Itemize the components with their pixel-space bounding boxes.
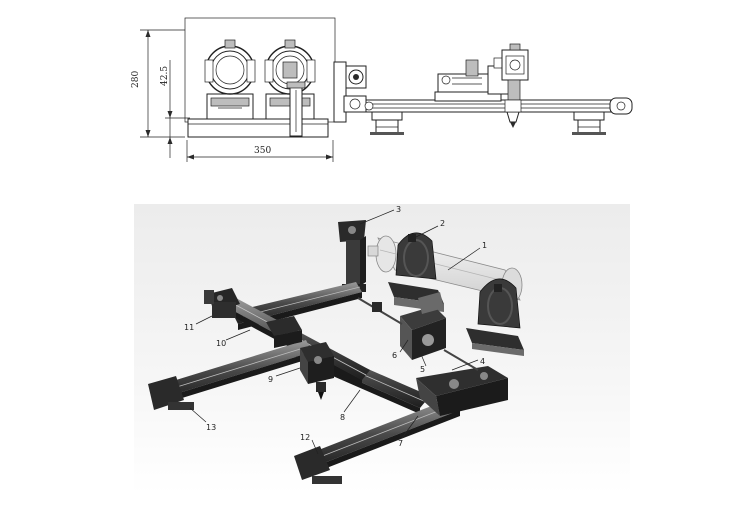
- dimension-42-5: 42.5: [160, 60, 190, 158]
- callout-6: 6: [392, 351, 397, 360]
- side-view-drawing: 280 42.5 350: [131, 17, 633, 162]
- drive-shaft: [357, 297, 479, 371]
- callout-8: 8: [340, 413, 345, 422]
- rail-foot-right: [572, 111, 606, 135]
- callout-12: 12: [300, 433, 310, 442]
- callout-9: 9: [268, 375, 273, 384]
- dimension-label-280: 280: [131, 71, 141, 88]
- dimension-350: 350: [186, 140, 334, 162]
- base-plate: [187, 118, 329, 138]
- callout-7: 7: [398, 439, 403, 448]
- callout-11: 11: [184, 323, 194, 332]
- callout-1: 1: [482, 241, 487, 250]
- tube-holder-rear: [466, 278, 524, 356]
- mirror-mount-post: [338, 220, 366, 292]
- callout-10: 10: [216, 339, 226, 348]
- laser-head: [300, 342, 334, 400]
- callout-2: 2: [440, 219, 445, 228]
- rail-left: [148, 340, 312, 410]
- rail-front: [294, 398, 460, 484]
- dimension-label-42-5: 42.5: [160, 66, 170, 86]
- callout-5: 5: [420, 365, 425, 374]
- beam-carriage: [266, 316, 302, 348]
- isometric-view: 1 2 3 4 5 6 7 8 9 10 11 12 13: [134, 204, 630, 494]
- tube-holder-left: [204, 39, 256, 120]
- callout-3: 3: [396, 205, 401, 214]
- gantry-end-left: [204, 288, 240, 318]
- gantry-side-block: [333, 61, 367, 123]
- callouts: 1 2 3 4 5 6 7 8 9 10 11 12 13: [184, 205, 487, 455]
- dimension-label-350: 350: [254, 146, 271, 156]
- corner-drive-block: [416, 366, 508, 416]
- rail-foot-left: [370, 111, 404, 135]
- mirror-post: [286, 81, 306, 137]
- callout-13: 13: [206, 423, 216, 432]
- callout-4: 4: [480, 357, 485, 366]
- stepper-motor: [400, 292, 446, 360]
- dimension-280: 280: [131, 29, 185, 138]
- laser-head-carriage: [434, 43, 529, 128]
